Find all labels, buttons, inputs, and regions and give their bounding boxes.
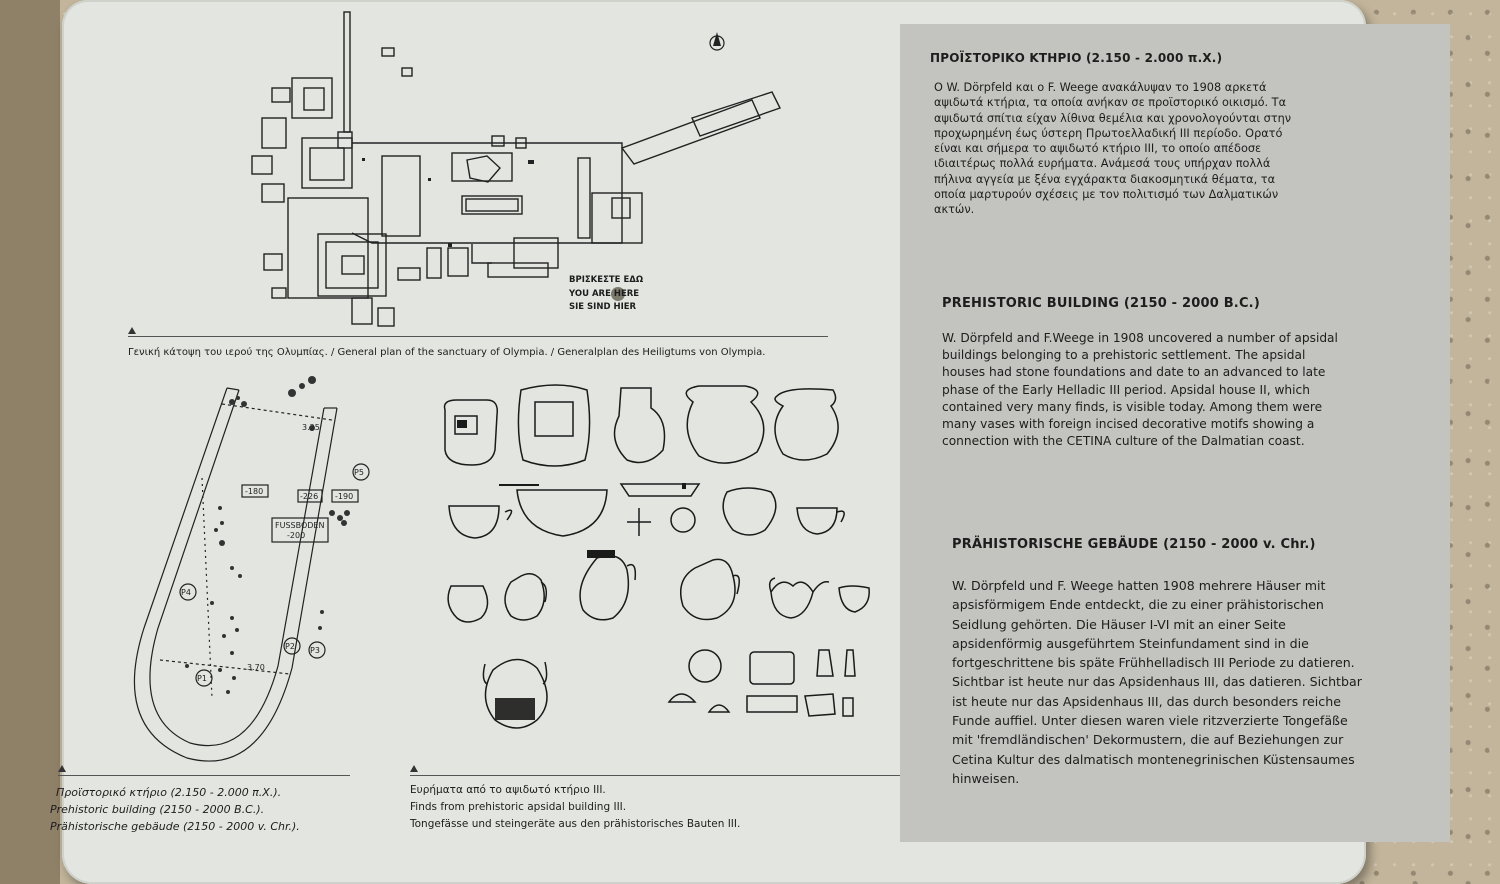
german-line: Funde auffiel. Unter diesen waren viele … <box>952 713 1348 729</box>
level-label-3: -190 <box>335 492 353 501</box>
legend-english: YOU ARE HERE <box>569 288 640 299</box>
level-label-2: -226 <box>300 492 318 501</box>
english-paragraph: W. Dörpfeld and F.Weege in 1908 uncovere… <box>942 330 1362 450</box>
greek-paragraph: Ο W. Dörpfeld και ο F. Weege ανακάλυψαν … <box>934 80 1326 218</box>
caption-marker <box>128 327 136 334</box>
german-line: Seidlung gehörten. Die Häuser I-VI mit a… <box>952 616 1286 632</box>
information-plaque: ΒΡΙΣΚΕΣΤΕ ΕΔΩ YOU ARE HERE SIE SIND HIER… <box>50 0 1450 884</box>
stone-shadow-left <box>0 0 60 884</box>
greek-line: ακτών. <box>934 203 975 217</box>
german-line: ist heute nur das Apsidenhaus III, das d… <box>952 693 1341 709</box>
apsidal-building-plan: 3.25 -180 -226 -190 FUSSBODEN -200 3.70 … <box>133 376 370 762</box>
greek-line: οποία μαρτυρούν σχέσεις με τον πολιτισμό… <box>934 188 1279 202</box>
floor-level-label: -200 <box>287 531 305 540</box>
post-label-p1: P1 <box>197 674 207 683</box>
text-panel <box>900 24 1450 842</box>
greek-line: πήλινα αγγεία με ξένα εγχάρακτα διακοσμη… <box>934 172 1276 186</box>
german-line: mit 'fremdländischen' Dekormustern, die … <box>952 732 1344 748</box>
legend-greek: ΒΡΙΣΚΕΣΤΕ ΕΔΩ <box>569 275 644 285</box>
caption-marker <box>58 765 66 772</box>
apsis-dimension-top: 3.25 <box>302 423 320 432</box>
german-line: apsisförmigem Ende entdeckt, die zu eine… <box>952 597 1324 613</box>
german-paragraph: W. Dörpfeld und F. Weege hatten 1908 meh… <box>952 576 1422 788</box>
greek-line: Ο W. Dörpfeld και ο F. Weege ανακάλυψαν … <box>934 81 1267 94</box>
site-plan-rule <box>128 336 828 337</box>
english-title: PREHISTORIC BUILDING (2150 - 2000 B.C.) <box>942 296 1260 311</box>
post-label-p2: P2 <box>285 642 295 651</box>
you-are-here-legend: ΒΡΙΣΚΕΣΤΕ ΕΔΩ YOU ARE HERE SIE SIND HIER <box>569 274 643 315</box>
finds-caption-english: Finds from prehistoric apsidal building … <box>410 801 627 813</box>
apsidal-plan-caption: Προϊστορικό κτήριο (2.150 - 2.000 π.Χ.).… <box>50 784 300 835</box>
german-line: apsidenförmig ausgeführtem Steinfundamen… <box>952 635 1309 651</box>
english-line: buildings belonging to a prehistoric set… <box>942 348 1306 363</box>
greek-line: είναι και σήμερα το αψιδωτό κτήριο ΙΙΙ, … <box>934 142 1262 156</box>
greek-title: ΠΡΟΪΣΤΟΡΙΚΟ ΚΤΗΡΙΟ (2.150 - 2.000 π.Χ.) <box>930 51 1223 65</box>
apsidal-caption-english: Prehistoric building (2150 - 2000 B.C.). <box>50 803 265 816</box>
finds-drawings <box>443 384 870 729</box>
german-line: Sichtbar ist heute nur das Apsidenhaus I… <box>952 674 1362 690</box>
apsis-dimension-bottom: 3.70 <box>247 663 265 672</box>
greek-line: προχωρημένη έως ύστερη Πρωτοελλαδική ΙΙΙ… <box>934 126 1283 140</box>
german-line: fortgeschrittene bis späte Frühhelladisc… <box>952 655 1355 671</box>
apsidal-caption-greek: Προϊστορικό κτήριο (2.150 - 2.000 π.Χ.). <box>56 786 282 799</box>
post-label-p3: P3 <box>310 646 320 655</box>
apsidal-plan-rule <box>58 775 350 776</box>
post-label-p5: P5 <box>354 468 364 477</box>
english-line: many vases with foreign incised decorati… <box>942 417 1315 432</box>
english-line: W. Dörpfeld and F.Weege in 1908 uncovere… <box>942 331 1338 345</box>
floor-label: FUSSBODEN <box>275 521 324 530</box>
english-line: phase of the Early Helladic III period. … <box>942 382 1310 397</box>
legend-german: SIE SIND HIER <box>569 302 637 312</box>
site-plan-caption: Γενική κάτοψη του ιερού της Ολυμπίας. / … <box>128 347 766 358</box>
finds-rule <box>410 775 910 776</box>
german-line: hinweisen. <box>952 770 1020 786</box>
greek-line: αψιδωτά κτήρια, τα οποία ανήκαν σε προϊσ… <box>934 96 1287 110</box>
level-label-1: -180 <box>245 487 263 496</box>
apsidal-caption-german: Prähistorische gebäude (2150 - 2000 v. C… <box>50 820 300 833</box>
finds-caption: Ευρήματα από το αψιδωτό κτήριο ΙΙΙ. Find… <box>410 782 740 833</box>
english-line: connection with the CETINA culture of th… <box>942 434 1305 449</box>
greek-line: ιδιαιτέρως πολλά ευρήματα. Ανάμεσά τους … <box>934 157 1271 171</box>
greek-line: αψιδωτά σπίτια είχαν λίθινα θεμέλια και … <box>934 111 1292 125</box>
german-title: PRÄHISTORISCHE GEBÄUDE (2150 - 2000 v. C… <box>952 537 1316 552</box>
english-line: contained very many finds, is visible to… <box>942 399 1323 414</box>
finds-caption-german: Tongefässe und steingeräte aus den prähi… <box>410 818 741 830</box>
finds-caption-greek: Ευρήματα από το αψιδωτό κτήριο ΙΙΙ. <box>410 784 606 796</box>
german-line: W. Dörpfeld und F. Weege hatten 1908 meh… <box>952 578 1326 593</box>
german-line: Cetina Kultur des dalmatisch montenegrin… <box>952 751 1355 767</box>
post-label-p4: P4 <box>181 588 191 597</box>
caption-marker <box>410 765 418 772</box>
site-plan-drawing <box>251 11 781 327</box>
english-line: houses had stone foundations and date to… <box>942 365 1326 380</box>
